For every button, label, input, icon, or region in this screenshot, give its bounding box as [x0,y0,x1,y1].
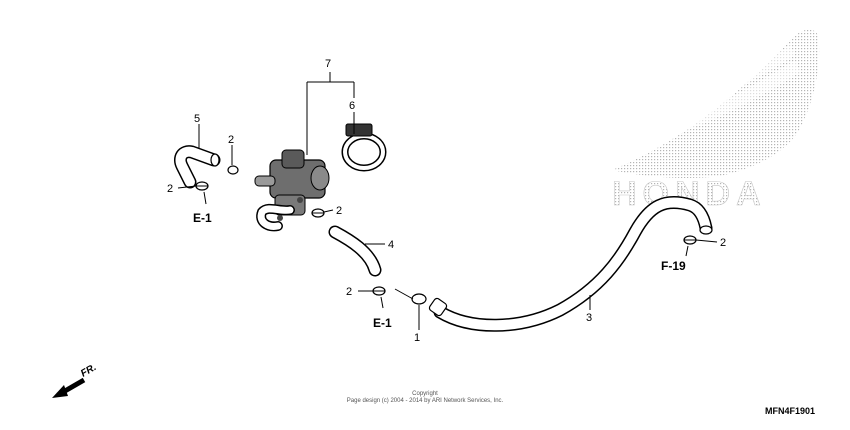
clamp-part-1 [411,293,427,305]
copyright-line-2: Page design (c) 2004 - 2014 by ARI Netwo… [347,398,504,404]
callout-part-1: 1 [414,332,420,344]
callout-part-6: 6 [349,100,355,112]
callout-clip-b: 2 [167,183,173,195]
callout-clip-d: 2 [346,286,352,298]
air-suction-hose-part-4 [328,225,382,277]
bent-hose-part-5 [174,145,221,189]
honda-wing-watermark: HONDA [612,29,820,213]
diagram-code: MFN4F1901 [765,406,815,416]
clip-upper-left [195,181,209,191]
callout-clip-e: 2 [720,237,726,249]
callout-part-4: 4 [388,239,394,251]
callout-part-3: 3 [586,312,592,324]
front-direction-label: FR. [79,362,98,380]
clip-near-part-5 [227,165,239,175]
honda-wordmark: HONDA [612,175,767,213]
clip-near-valve [311,208,325,218]
callout-clip-c: 2 [336,205,342,217]
callout-part-5: 5 [194,113,200,125]
ref-f19: F-19 [661,259,686,273]
ref-e1-upper: E-1 [193,211,212,225]
callout-clip-a: 2 [228,134,234,146]
air-suction-hose-part-3 [428,195,713,332]
ref-e1-lower: E-1 [373,316,392,330]
front-direction-arrow-icon: FR. [52,362,98,398]
solenoid-valve-part-7 [254,149,330,232]
copyright-line-1: Copyright [412,391,438,397]
band-part-6 [341,123,387,172]
clip-right [683,235,697,245]
leader-lines [177,72,718,330]
callout-part-7: 7 [325,58,331,70]
clip-lower [372,286,386,296]
